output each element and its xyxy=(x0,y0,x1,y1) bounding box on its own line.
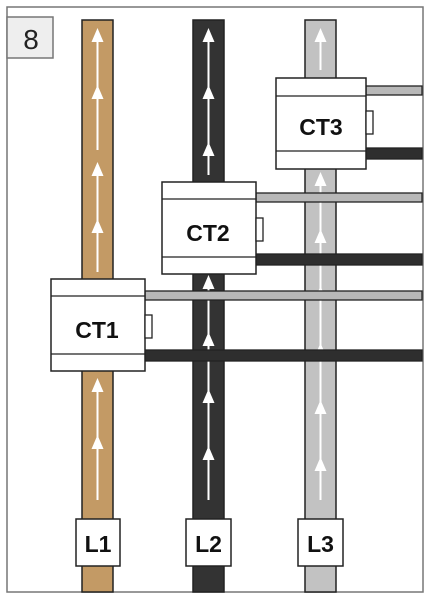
label-l1-box: L1 xyxy=(75,518,121,567)
label-l3-box: L3 xyxy=(297,518,344,567)
l2-flow-arrow-icon xyxy=(202,85,215,99)
l3-flow-arrow-icon xyxy=(314,229,327,243)
step-number-background xyxy=(6,16,54,59)
ct3-lead-light xyxy=(365,85,423,96)
ct1-body xyxy=(50,278,146,372)
ct2-body xyxy=(161,181,257,275)
ct1-lead-light xyxy=(144,290,423,301)
l2-flow-arrow-icon xyxy=(202,142,215,156)
l1-flow-arrow-icon xyxy=(91,378,104,392)
l1-flow-arrow-icon xyxy=(91,28,104,42)
label-l2: L2 xyxy=(195,531,222,557)
l2-flow-arrow-icon xyxy=(202,332,215,346)
ct1-label: CT1 xyxy=(75,317,119,343)
ct2-lead-light xyxy=(255,192,423,203)
l1-flow-arrow-icon xyxy=(91,85,104,99)
ct2-label: CT2 xyxy=(186,220,229,246)
label-l2-box: L2 xyxy=(185,518,232,567)
label-l3: L3 xyxy=(307,531,334,557)
ct3-body xyxy=(275,77,367,170)
l2-flow-arrow-icon xyxy=(202,28,215,42)
l3-flow-arrow-icon xyxy=(314,28,327,42)
l1-flow-arrow-icon xyxy=(91,435,104,449)
ct1-terminal xyxy=(144,314,153,339)
step-number-box: 8 xyxy=(6,16,54,59)
l3-flow-arrow-icon xyxy=(314,400,327,414)
ct2: CT2 xyxy=(161,181,423,275)
ct3-lead-dark xyxy=(365,147,423,160)
label-l1: L1 xyxy=(85,531,112,557)
l1-flow-arrow-icon xyxy=(91,219,104,233)
ct3-terminal xyxy=(365,110,374,135)
conductor-l3-arrows xyxy=(314,28,327,500)
label-l3-background xyxy=(297,518,344,567)
step-number: 8 xyxy=(23,24,39,55)
label-l1-background xyxy=(75,518,121,567)
label-l2-background xyxy=(185,518,232,567)
conductor-l2 xyxy=(192,19,225,593)
l3-flow-arrow-icon xyxy=(314,172,327,186)
ct1: CT1 xyxy=(50,278,423,372)
conductor-l1-arrows xyxy=(91,28,104,500)
ct3-label: CT3 xyxy=(299,114,342,140)
conductor-l2-arrows xyxy=(202,28,215,500)
l1-flow-arrow-icon xyxy=(91,162,104,176)
l2-flow-arrow-icon xyxy=(202,389,215,403)
l2-flow-arrow-icon xyxy=(202,275,215,289)
l2-flow-arrow-icon xyxy=(202,446,215,460)
ct2-lead-dark xyxy=(255,253,423,266)
ct3: CT3 xyxy=(275,77,423,170)
ct2-terminal xyxy=(255,217,264,242)
ct1-lead-dark xyxy=(144,349,423,362)
l3-flow-arrow-icon xyxy=(314,457,327,471)
